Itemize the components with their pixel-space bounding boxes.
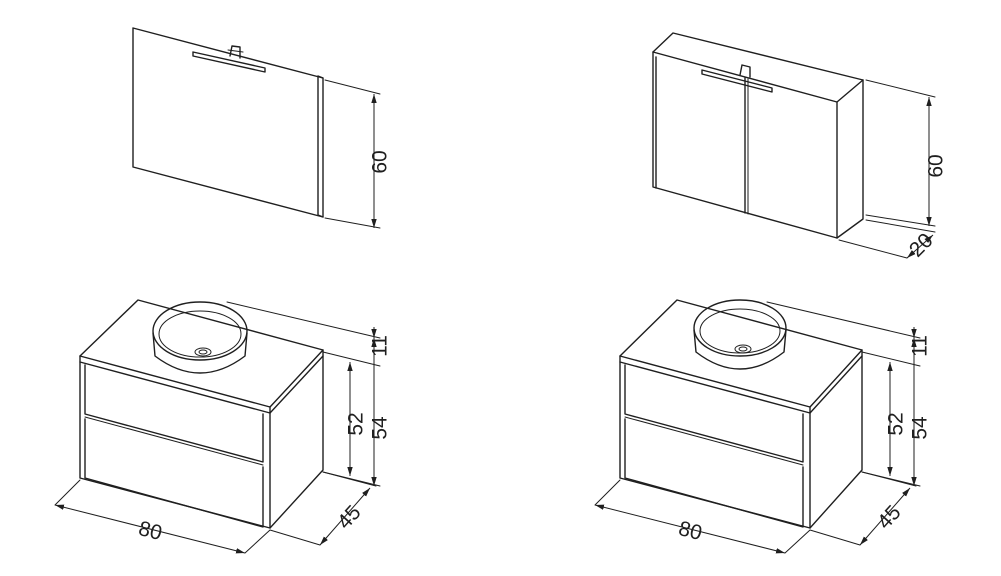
mirror-height-dimension: 60 xyxy=(324,79,392,229)
mirror-panel xyxy=(132,27,324,218)
vanity-right-depth-label: 45 xyxy=(873,501,906,534)
mirror-lamp xyxy=(192,45,266,73)
cabinet-depth-label: 20 xyxy=(905,229,938,262)
vanity-left: 80 45 11 52 54 xyxy=(54,299,392,554)
vanity-left-depth-label: 45 xyxy=(333,501,366,534)
vanity-left-top-label: 11 xyxy=(369,335,392,357)
mirror: 60 xyxy=(132,27,392,229)
vanity-right-top-label: 11 xyxy=(909,335,932,357)
vanity-right-width-dimension: 80 xyxy=(594,479,811,554)
vanity-right-body-label: 52 xyxy=(885,412,908,435)
cabinet-height-label: 60 xyxy=(925,154,948,177)
mirror-cabinet: 60 20 xyxy=(652,32,948,262)
cabinet-height-dimension: 60 xyxy=(865,79,948,227)
mirror-height-label: 60 xyxy=(369,150,392,173)
vanity-right-height-dimensions: 11 52 54 xyxy=(766,301,932,487)
vanity-left-height-dimensions: 11 52 54 xyxy=(226,301,392,487)
vanity-left-depth-dimension: 45 xyxy=(269,471,377,546)
vanity-right-width-label: 80 xyxy=(676,517,704,545)
cabinet-lamp xyxy=(701,64,773,93)
vanity-right: 80 45 11 52 54 xyxy=(594,299,932,554)
vanity-left-total-label: 54 xyxy=(369,416,392,440)
vanity-right-basin xyxy=(693,299,787,370)
vanity-left-basin xyxy=(152,301,248,374)
vanity-right-total-label: 54 xyxy=(909,416,932,440)
vanity-left-body-label: 52 xyxy=(345,412,368,435)
vanity-right-depth-dimension: 45 xyxy=(809,471,917,546)
vanity-left-width-dimension: 80 xyxy=(54,479,271,554)
vanity-left-width-label: 80 xyxy=(136,517,164,545)
